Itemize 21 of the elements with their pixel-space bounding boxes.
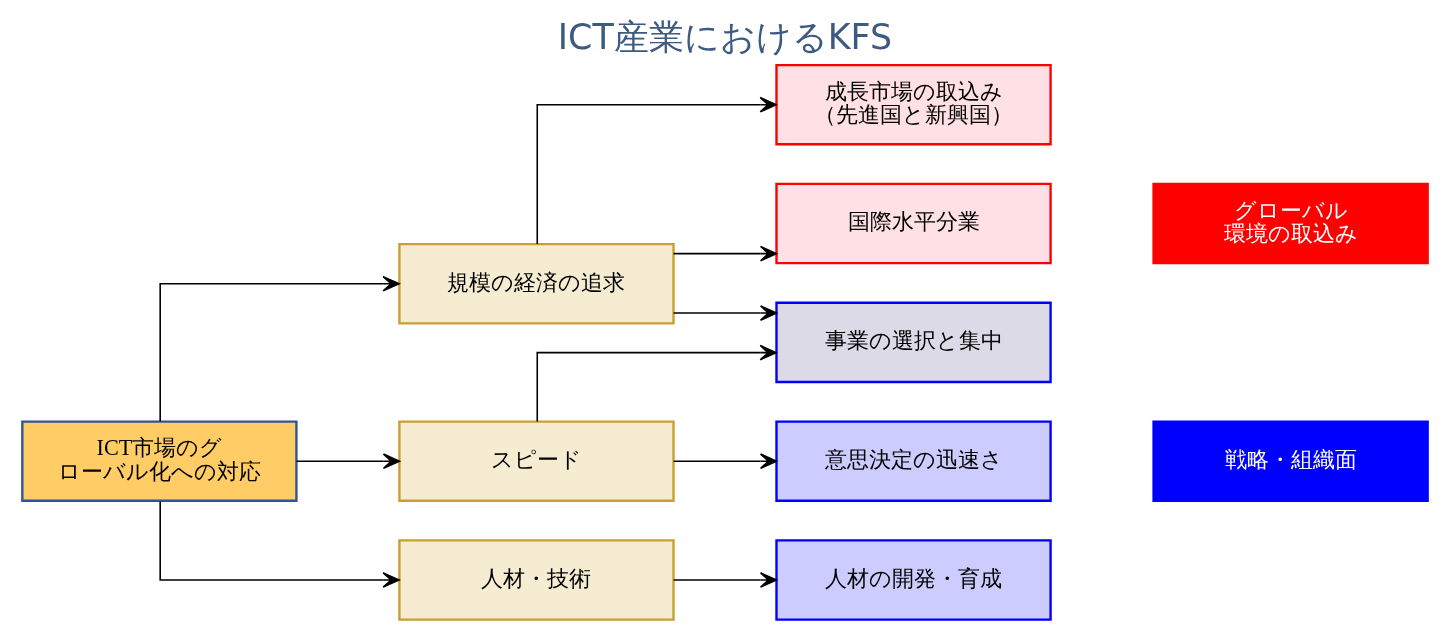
arrow: [536, 344, 777, 423]
arrow: [672, 572, 778, 588]
node-box: スピード: [398, 420, 675, 502]
arrow: [672, 453, 778, 470]
node-box: 戦略・組織面: [1152, 420, 1429, 502]
node-box: グローバル環境の取込み: [1152, 182, 1429, 265]
arrow: [536, 96, 777, 245]
diagram-title: ICT産業におけるKFS: [557, 16, 893, 57]
node-box: 人材・技術: [398, 539, 675, 621]
node-box: 人材の開発・育成: [775, 539, 1052, 621]
node-box: ICT市場のグローバル化への対応: [21, 420, 298, 502]
arrow: [672, 305, 778, 321]
node-box: 成長市場の取込み（先進国と新興国）: [775, 63, 1052, 146]
node-box: 規模の経済の追求: [398, 242, 675, 325]
arrow: [672, 245, 778, 262]
node-box: 意思決定の迅速さ: [775, 420, 1052, 502]
arrow: [159, 275, 400, 423]
node-box: 国際水平分業: [775, 182, 1052, 265]
node-box: 事業の選択と集中: [775, 301, 1052, 384]
arrow: [295, 453, 401, 470]
arrow: [159, 500, 400, 588]
